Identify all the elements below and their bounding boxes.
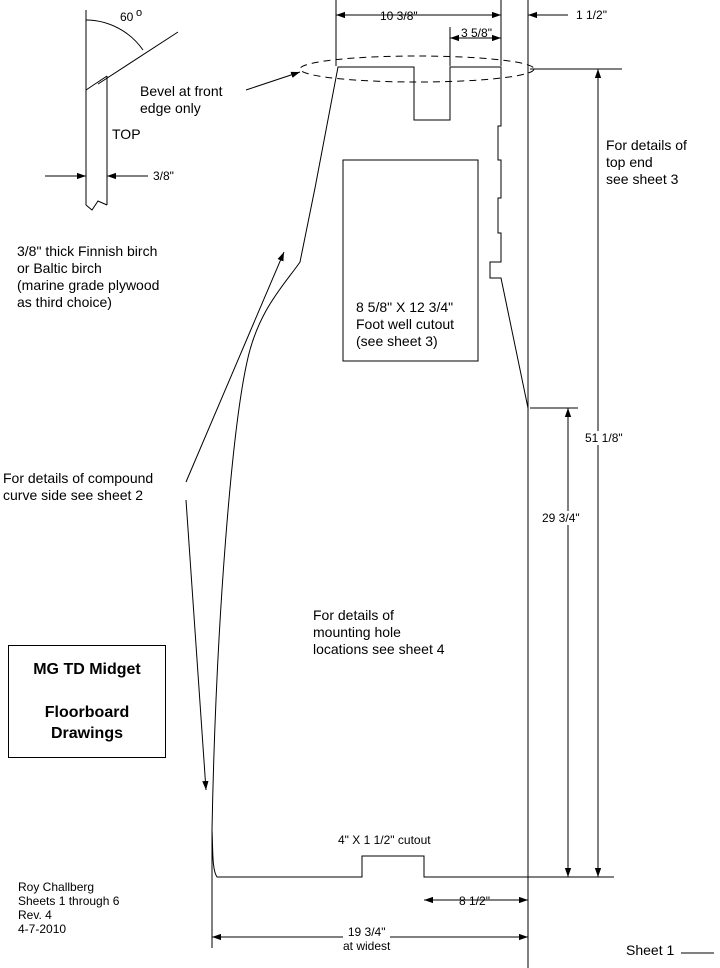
bottom-cutout-note: 4" X 1 1/2" cutout <box>338 833 431 847</box>
author-block: Roy Challberg Sheets 1 through 6 Rev. 4 … <box>18 880 120 936</box>
top-label: TOP <box>112 126 141 142</box>
angle-degree: o <box>136 7 143 19</box>
bevel-leader <box>245 71 301 91</box>
angle-label: 60 <box>120 10 134 24</box>
title-line-3: Drawings <box>50 725 123 742</box>
sheet-label: Sheet 1 <box>626 942 675 958</box>
mounting-hole-note: For details of mounting hole locations s… <box>313 607 445 657</box>
compound-curve-note: For details of compound curve side see s… <box>3 470 154 503</box>
top-end-note: For details of top end see sheet 3 <box>606 137 687 187</box>
bevel-note: Bevel at front edge only <box>140 83 223 116</box>
dim-bottom-offset-label: 8 1/2" <box>459 894 490 908</box>
foot-well-cutout <box>342 159 479 362</box>
dim-widest-label: 19 3/4" at widest <box>343 925 391 953</box>
dim-total-height-label: 51 1/8" <box>583 431 625 445</box>
edge-detail <box>45 10 179 211</box>
foot-well-note: 8 5/8" X 12 3/4" Foot well cutout (see s… <box>356 299 455 349</box>
bevel-ellipse <box>299 55 535 83</box>
compound-curve-leader-down <box>185 499 209 791</box>
dim-top-width-label: 10 3/8" <box>380 9 418 23</box>
edge-thickness-label: 3/8" <box>153 169 174 183</box>
floorboard-outline <box>211 66 529 878</box>
title-block: MG TD Midget Floorboard Drawings <box>8 645 166 758</box>
compound-curve-leader-up <box>185 251 285 483</box>
dim-lower-height-label: 29 3/4" <box>540 511 582 525</box>
dim-edge-offset-label: 1 1/2" <box>576 8 607 22</box>
material-note: 3/8" thick Finnish birch or Baltic birch… <box>17 243 160 310</box>
title-line-2: Floorboard <box>44 704 130 721</box>
title-line-1: MG TD Midget <box>33 661 141 678</box>
dim-notch-width-label: 3 5/8" <box>461 26 492 40</box>
